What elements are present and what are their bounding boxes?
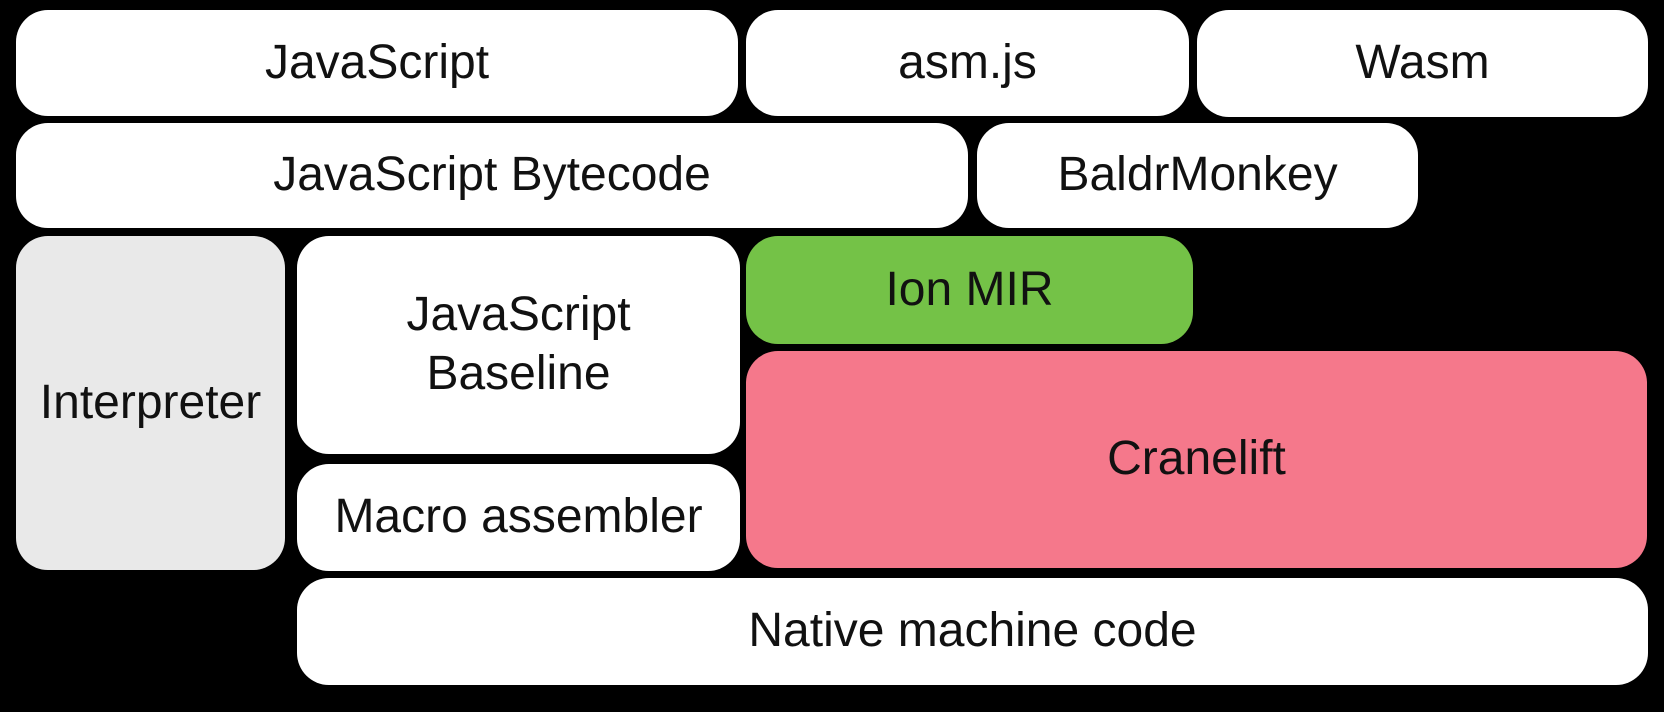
box-javascript-baseline-line2: Baseline	[426, 347, 611, 400]
box-interpreter-label: Interpreter	[39, 375, 262, 429]
box-ion-mir: Ion MIR	[746, 236, 1193, 344]
box-native-machine-code-label: Native machine code	[748, 604, 1197, 658]
box-native-machine-code: Native machine code	[297, 578, 1648, 685]
box-cranelift-label: Cranelift	[1107, 432, 1286, 486]
box-asm-js: asm.js	[746, 10, 1189, 116]
box-javascript: JavaScript	[16, 10, 738, 116]
box-baldrmonkey-label: BaldrMonkey	[1057, 148, 1338, 202]
box-javascript-baseline: JavaScript Baseline	[297, 236, 740, 454]
box-macro-assembler-label: Macro assembler	[334, 490, 703, 544]
box-cranelift: Cranelift	[746, 351, 1647, 568]
box-wasm: Wasm	[1197, 10, 1648, 117]
box-javascript-baseline-line1: JavaScript	[406, 288, 631, 342]
box-javascript-bytecode: JavaScript Bytecode	[16, 123, 968, 228]
box-ion-mir-label: Ion MIR	[885, 262, 1054, 316]
box-javascript-label: JavaScript	[264, 35, 490, 89]
box-macro-assembler: Macro assembler	[297, 464, 740, 571]
box-baldrmonkey: BaldrMonkey	[977, 123, 1418, 228]
box-interpreter: Interpreter	[16, 236, 285, 570]
box-javascript-bytecode-label: JavaScript Bytecode	[273, 148, 711, 202]
box-asm-js-label: asm.js	[898, 35, 1037, 89]
box-wasm-label: Wasm	[1355, 36, 1490, 90]
